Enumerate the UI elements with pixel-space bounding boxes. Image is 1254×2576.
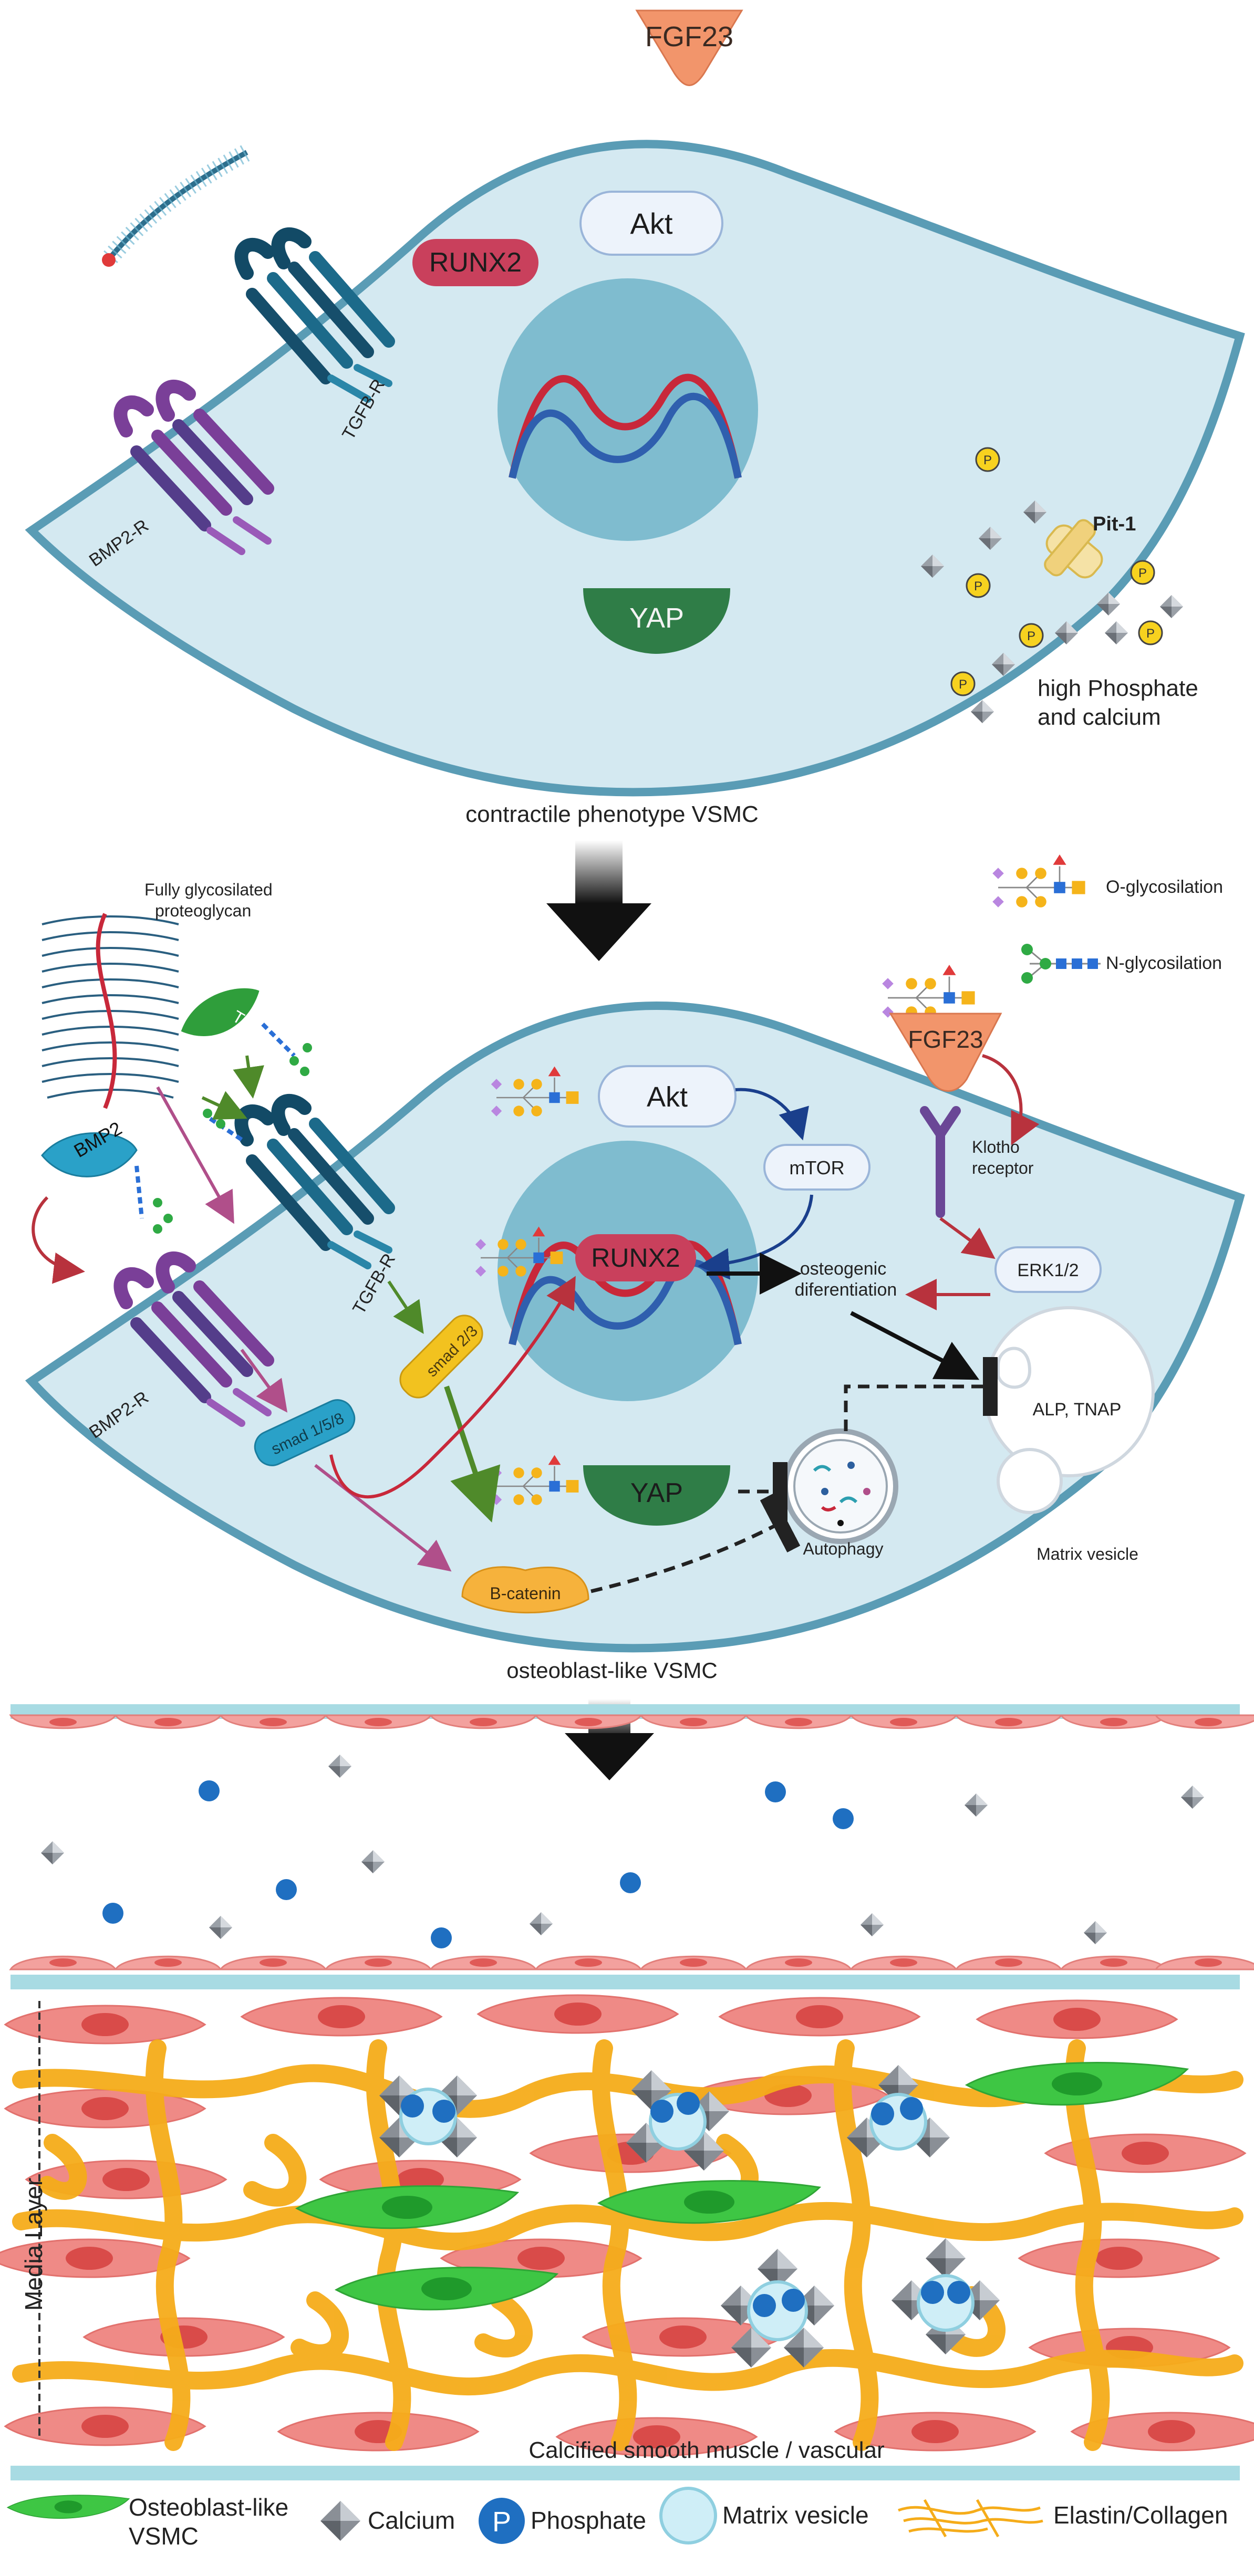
akt-protein: Akt: [598, 1065, 737, 1128]
bcatenin-protein: B-catenin: [461, 1566, 589, 1614]
legend-calcium-label: Calcium: [368, 2507, 455, 2534]
yap-label: YAP: [629, 602, 684, 634]
phosphate-symbol: P: [983, 453, 992, 467]
pathway-arrows: [32, 1054, 1040, 1572]
pit1-transporter: [1044, 519, 1103, 579]
legend-calcium-icon: [320, 2501, 360, 2541]
fgf23-label: FGF23: [908, 1026, 983, 1053]
yap-label: YAP: [630, 1478, 683, 1508]
lumen-phosphate: [102, 1780, 854, 1948]
panel2-caption: osteoblast-like VSMC: [506, 1658, 717, 1683]
bcatenin-label: B-catenin: [490, 1584, 561, 1603]
klotho-line2: receptor: [972, 1159, 1034, 1177]
akt-protein: Akt: [579, 191, 723, 256]
legend-osteoblast-icon: [7, 2495, 130, 2519]
phosphate-symbol: P: [1027, 629, 1035, 643]
bmp2-receptor: [113, 1251, 274, 1427]
bmp2-receptor: [113, 379, 274, 555]
panel-osteoblast-like: Fully glycosilated proteoglycan O-glycos…: [25, 853, 1245, 1683]
yap-protein: YAP: [583, 1465, 730, 1526]
runx2-protein: RUNX2: [575, 1234, 696, 1281]
panel3-caption: Calcified smooth muscle / vascular: [528, 2437, 884, 2463]
autophagy-label: Autophagy: [803, 1539, 883, 1558]
environment-line2: and calcium: [1038, 704, 1161, 730]
matrix-vesicle-cell: [983, 1306, 1155, 1514]
phosphate-symbol: P: [1146, 627, 1155, 641]
legend-phosphate-label: Phosphate: [531, 2507, 646, 2534]
endothelium-bottom: [9, 1955, 1254, 1970]
klotho-line1: Klotho: [972, 1138, 1020, 1156]
media-layer-label: Media Layer: [20, 2178, 47, 2311]
legend-matrix-vesicle-icon: [659, 2487, 717, 2544]
inhibition-lines: [590, 1357, 998, 1593]
legend-osteoblast-line1: Osteoblast-like: [129, 2494, 288, 2521]
panel-vessel: Media Layer Calcified smooth muscle / va…: [0, 1704, 1254, 2480]
alp-tnap-label: ALP, TNAP: [1033, 1400, 1122, 1420]
tgfb-receptor: [234, 1093, 395, 1269]
legend-phosphate-icon: P: [479, 2498, 525, 2544]
phosphate-symbol: P: [959, 677, 967, 692]
legend-phosphate-symbol: P: [492, 2506, 511, 2538]
tgfb-glycan: [209, 1117, 243, 1142]
osteogenic-line1: osteogenic: [800, 1259, 886, 1279]
endothelium-top: [9, 1714, 1254, 1729]
erk-protein: ERK1/2: [994, 1246, 1102, 1293]
legend-matrix-vesicle-label: Matrix vesicle: [722, 2501, 869, 2529]
akt-label: Akt: [630, 207, 673, 240]
phosphate-symbol: P: [1138, 566, 1147, 580]
phosphate-ions-yellow: P P P P P P: [950, 447, 1163, 696]
runx2-label: RUNX2: [591, 1243, 680, 1273]
fgf23-ligand: FGF23: [635, 9, 743, 86]
proteoglycan-line2: proteoglycan: [155, 901, 251, 920]
runx2-label: RUNX2: [429, 247, 522, 278]
autophagosome: [783, 1428, 898, 1544]
fgf23-ligand: FGF23: [889, 1013, 1002, 1092]
calcification-nodules: [379, 2065, 1000, 2368]
legend-elastin-label: Elastin/Collagen: [1053, 2501, 1228, 2529]
legend-osteoblast-line2: VSMC: [129, 2522, 199, 2550]
bmp2-ligand: BMP2: [41, 1117, 173, 1234]
n-glycosylation-symbol: [1021, 944, 1101, 984]
fgf23-label: FGF23: [645, 21, 733, 53]
o-glycosylation-label: O-glycosilation: [1106, 877, 1223, 897]
o-glycosylation-symbol: [991, 853, 1086, 909]
proteoglycan: [42, 913, 179, 1109]
legend-elastin-icon: [898, 2499, 1043, 2538]
osteogenic-line2: diferentiation: [795, 1280, 897, 1300]
legend: Osteoblast-like VSMC Calcium P Phosphate…: [7, 2487, 1228, 2550]
matrix-vesicle-label: Matrix vesicle: [1037, 1545, 1138, 1563]
proteoglycan-line1: Fully glycosilated: [144, 880, 273, 899]
pit1-label: Pit-1: [1093, 513, 1136, 535]
runx2-protein: RUNX2: [412, 239, 538, 286]
mtor-protein: mTOR: [763, 1144, 870, 1191]
cytoskeleton-filament: [102, 144, 252, 267]
transition-arrow-1: [546, 840, 651, 961]
nucleus: [498, 278, 758, 541]
klotho-receptor: [920, 1106, 961, 1218]
n-glycosylation-label: N-glycosilation: [1106, 953, 1222, 973]
phosphate-symbol: P: [974, 579, 982, 593]
akt-label: Akt: [647, 1081, 688, 1113]
environment-line1: high Phosphate: [1038, 675, 1198, 701]
erk-label: ERK1/2: [1017, 1260, 1079, 1280]
mtor-label: mTOR: [789, 1157, 844, 1179]
yap-protein: YAP: [583, 588, 730, 654]
panel1-caption: contractile phenotype VSMC: [465, 801, 759, 827]
tgf-ligand: TGF: [181, 988, 312, 1076]
dna-helix: [509, 373, 742, 479]
fgf23-glycan: [881, 964, 976, 1019]
panel-contractile: FGF23 RUNX2 Akt YAP: [25, 9, 1245, 827]
tgfb-receptor: [234, 227, 395, 403]
